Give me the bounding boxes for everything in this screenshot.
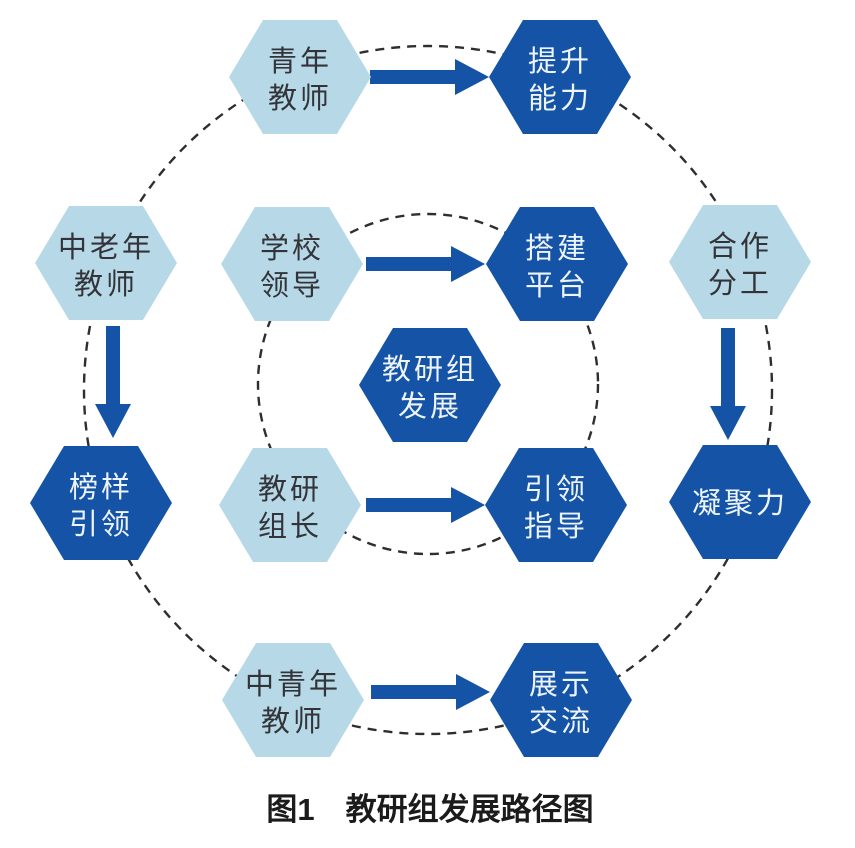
hexagon-shape: [486, 207, 628, 321]
node-label-line1: 提升: [528, 45, 592, 78]
node-trg-leader: 教研 组长: [219, 448, 361, 562]
node-senior-teachers: 中老年 教师: [35, 206, 177, 320]
node-label-line1: 中青年: [245, 668, 341, 701]
hexagon-shape: [229, 20, 371, 134]
arrow-cooperation-to-cohesion: [710, 328, 746, 440]
hexagon-shape: [485, 448, 627, 562]
node-build-platform: 搭建 平台: [486, 207, 628, 321]
arrow-trg-leader-to-lead-guide: [366, 487, 485, 523]
node-label-line2: 交流: [529, 705, 593, 738]
arrow-youth-teachers-to-improve-ability: [370, 59, 489, 95]
node-label-line1: 引领: [524, 473, 588, 506]
node-label-line2: 指导: [524, 510, 588, 543]
node-label-line2: 教师: [268, 82, 332, 115]
hexagon-shape: [30, 446, 172, 560]
hexagon-shape: [221, 207, 363, 321]
node-label-line2: 分工: [708, 268, 772, 300]
arrow-senior-teachers-to-role-model: [95, 326, 131, 438]
arrow-mid-young-teachers-to-display-exchange: [371, 674, 490, 710]
hexagon-shape: [222, 643, 364, 757]
node-label-line1: 搭建: [525, 232, 589, 265]
node-label-line2: 教师: [74, 268, 138, 301]
node-label-line2: 平台: [525, 269, 589, 302]
node-display-exchange: 展示 交流: [490, 643, 632, 757]
hexagon-shape: [219, 448, 361, 562]
inner-dashed-ring: [256, 212, 600, 556]
arrow-school-leaders-to-build-platform: [366, 246, 485, 282]
node-label-line2: 能力: [528, 82, 592, 115]
node-school-leaders: 学校 领导: [221, 207, 363, 321]
node-mid-young-teachers: 中青年 教师: [222, 643, 364, 757]
hexagon-shape: [35, 206, 177, 320]
node-label-line1: 青年: [268, 45, 332, 78]
node-lead-guide: 引领 指导: [485, 448, 627, 562]
node-label-line2: 教师: [261, 705, 325, 738]
hexagon-shape: [669, 445, 811, 559]
node-label-line2: 领导: [260, 269, 324, 302]
hexagon-shape: [669, 205, 811, 319]
node-label-line1: 教研: [258, 473, 322, 506]
node-label-line2: 发展: [398, 390, 462, 423]
node-label-line1: 榜样: [69, 471, 133, 504]
node-label-line1: 中老年: [58, 231, 154, 264]
node-label-line1: 合作: [708, 230, 772, 263]
node-trg-development-center: 教研组 发展: [359, 328, 501, 442]
node-improve-ability: 提升 能力: [489, 20, 631, 134]
node-role-model-leading: 榜样 引领: [30, 446, 172, 560]
node-youth-teachers: 青年 教师: [229, 20, 371, 134]
node-label-line2: 组长: [258, 510, 322, 543]
hexagon-shape: [489, 20, 631, 134]
figure-caption: 图1 教研组发展路径图: [266, 792, 593, 827]
node-label-line2: 引领: [69, 508, 133, 541]
outer-dashed-ring: [82, 44, 774, 736]
node-cohesion: 凝聚力: [669, 445, 811, 559]
hexagon-shape: [359, 328, 501, 442]
node-label-line1: 凝聚力: [692, 487, 788, 520]
hexagon-shape: [490, 643, 632, 757]
node-label-line1: 学校: [260, 232, 324, 265]
node-label-line1: 教研组: [382, 353, 478, 386]
node-label-line1: 展示: [529, 669, 593, 701]
node-cooperation-division: 合作 分工: [669, 205, 811, 319]
